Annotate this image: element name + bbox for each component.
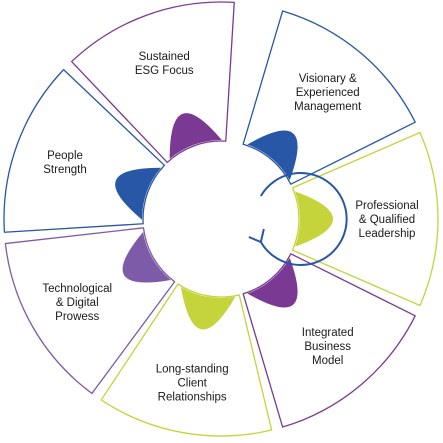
petal-label-line: Business [304, 341, 351, 353]
petal-label-line: Client [177, 377, 207, 389]
petal-label-line: Strength [43, 164, 86, 176]
petal-label-line: Relationships [158, 391, 227, 403]
petal-frame [100, 283, 273, 437]
petal-label-line: People [47, 150, 83, 162]
petal-label-line: Integrated [302, 327, 354, 339]
petal-label-line: Experienced [296, 87, 360, 99]
petal-label-line: Professional [355, 200, 418, 212]
petal-label-line: Leadership [359, 228, 416, 240]
petal-label-line: Management [294, 101, 362, 113]
petal-label-line: & Qualified [359, 214, 415, 226]
petal-lens [247, 257, 298, 308]
petal-frame [291, 131, 439, 307]
petal-label-line: Prowess [55, 311, 99, 323]
petal-label-line: Visionary & [299, 73, 357, 85]
petal-lens [180, 287, 236, 330]
cycle-arrow-icon [248, 172, 348, 266]
petal-label-line: ESG Focus [135, 65, 194, 77]
petal-lens [247, 130, 298, 181]
petal-lens [295, 191, 333, 247]
petal-lens [115, 167, 161, 220]
petal-lens [122, 232, 171, 283]
petal-label-line: & Digital [56, 297, 99, 309]
petal-label-line: Model [312, 355, 343, 367]
petal-label-line: Long-standing [156, 363, 229, 375]
petal-label-line: Technological [42, 283, 112, 295]
petal-label-line: Sustained [139, 51, 190, 63]
petal-lens [169, 113, 222, 159]
